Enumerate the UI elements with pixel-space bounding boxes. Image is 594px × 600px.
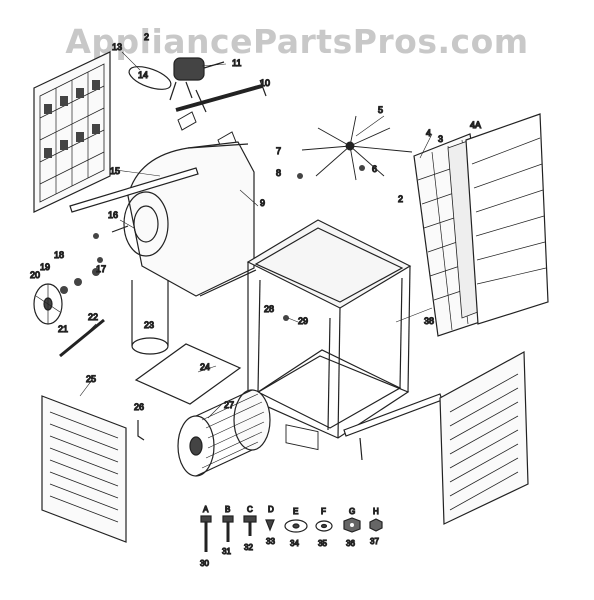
callout-10: 10 (260, 78, 270, 88)
hardware-item-b: B 31 (221, 504, 234, 557)
louver-panel-front (41, 395, 127, 543)
hardware-item-c: C 32 (243, 504, 257, 553)
hardware-letter-g: G (349, 507, 355, 516)
hardware-letter-a: A (203, 505, 209, 514)
callout-18: 18 (54, 250, 64, 260)
hardware-letter-h: H (373, 507, 379, 516)
callout-29: 29 (298, 316, 308, 326)
callout-8: 8 (276, 168, 281, 178)
motor-pulley-group (128, 57, 225, 101)
hardware-legend: A 30 B 31 C 32 D 33 E 34 (199, 504, 383, 569)
callout-26: 26 (134, 402, 144, 412)
hardware-number-34: 34 (290, 539, 299, 548)
hardware-item-e: E 34 (284, 506, 308, 549)
callout-3: 3 (438, 134, 443, 144)
support-rail-upper (69, 167, 199, 213)
callout-7: 7 (276, 146, 281, 156)
float-spider-assembly (301, 115, 413, 181)
cabinet-frame (246, 219, 412, 451)
hardware-number-36: 36 (346, 539, 355, 548)
bearing-stack (60, 257, 103, 294)
hardware-letter-e: E (293, 507, 298, 516)
callout-6: 6 (372, 164, 377, 174)
hardware-letter-b: B (225, 505, 230, 514)
watermark: AppliancePartsPros.com (65, 22, 529, 61)
support-rail-lower (343, 393, 443, 461)
callout-16: 16 (108, 210, 118, 220)
shaft (175, 79, 267, 113)
callout-15: 15 (110, 166, 120, 176)
water-pan (134, 343, 242, 405)
callout-24: 24 (200, 362, 210, 372)
hardware-number-33: 33 (266, 537, 275, 546)
callout-4: 4 (426, 128, 431, 138)
hardware-number-32: 32 (244, 543, 253, 552)
hardware-item-h: H 37 (369, 506, 383, 547)
callout-5: 5 (378, 105, 383, 115)
support-column (131, 280, 169, 355)
hardware-letter-d: D (268, 505, 274, 514)
callout-2: 2 (144, 32, 149, 42)
callout-23: 23 (144, 320, 154, 330)
callout-20: 20 (30, 270, 40, 280)
blower-housing (111, 141, 257, 297)
callout-38: 38 (424, 316, 434, 326)
panel-clip (137, 420, 145, 441)
hardware-item-a: A 30 (199, 504, 212, 569)
callout-19: 19 (40, 262, 50, 272)
leader-lines (79, 51, 433, 419)
callout-9: 9 (260, 198, 265, 208)
callout-27: 27 (224, 400, 234, 410)
callout-labels: 2 13 14 11 10 5 7 8 6 4 4A 3 2 38 15 16 … (29, 31, 481, 412)
hardware-number-30: 30 (200, 559, 209, 568)
callout-25: 25 (86, 374, 96, 384)
pulley-wheel (33, 283, 63, 325)
callout-2-pad: 2 (398, 194, 403, 204)
hardware-letter-c: C (247, 505, 253, 514)
misc-screws (93, 165, 365, 321)
filter-panel-upper-left (33, 51, 111, 213)
hardware-item-g: G 36 (343, 506, 361, 549)
hardware-item-f: F 35 (315, 506, 333, 549)
cooling-pad-assembly (413, 113, 549, 337)
callout-17: 17 (96, 264, 106, 274)
callout-28: 28 (264, 304, 274, 314)
hardware-item-d: D 33 (265, 504, 276, 547)
callout-13: 13 (112, 42, 122, 52)
callout-14: 14 (138, 70, 148, 80)
callout-11: 11 (232, 58, 241, 68)
hardware-number-35: 35 (318, 539, 327, 548)
hardware-number-31: 31 (222, 547, 231, 556)
hardware-number-37: 37 (370, 537, 379, 546)
louver-panel-right (439, 351, 529, 525)
callout-4a: 4A (470, 120, 481, 130)
callout-21: 21 (58, 324, 68, 334)
blower-wheel (177, 389, 271, 477)
callout-22: 22 (88, 312, 98, 322)
hardware-letter-f: F (321, 507, 326, 516)
